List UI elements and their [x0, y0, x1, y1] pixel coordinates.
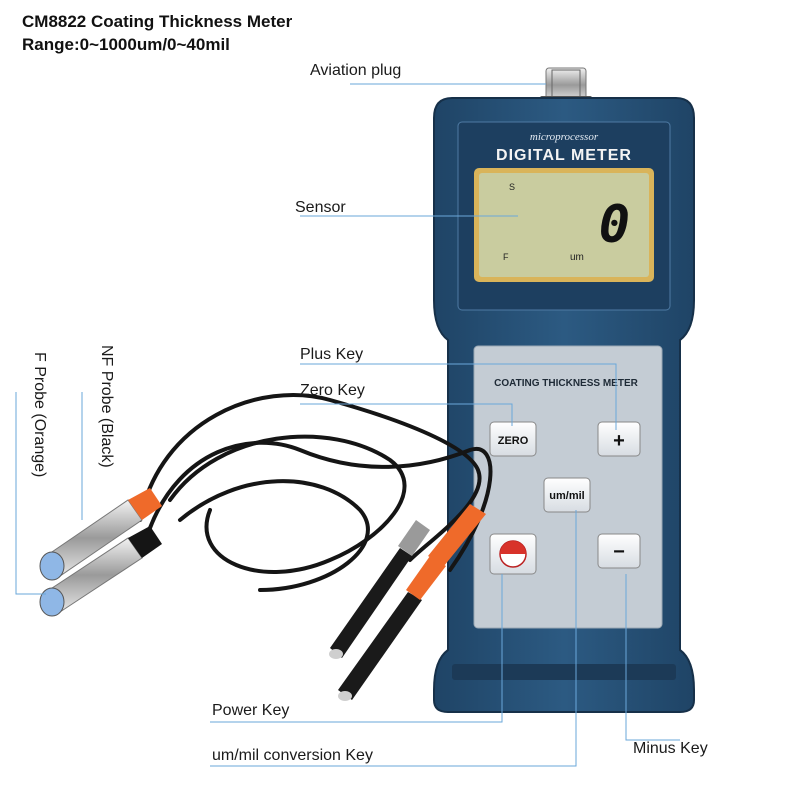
panel-title-text: COATING THICKNESS METER	[494, 378, 638, 389]
minus-key-label: −	[613, 541, 625, 563]
callout-sensor: Sensor	[295, 199, 346, 216]
nf-probe-connector	[39, 488, 162, 581]
callout-minus-key: Minus Key	[633, 740, 708, 757]
brand-main-text: DIGITAL METER	[496, 147, 632, 164]
lcd-unit: um	[570, 252, 584, 263]
brand-top-text: microprocessor	[530, 131, 599, 143]
um-mil-key[interactable]: um/mil	[543, 477, 591, 513]
callout-zero-key: Zero Key	[300, 382, 365, 399]
power-key[interactable]	[489, 533, 537, 575]
diagram-title: CM8822 Coating Thickness Meter	[22, 12, 293, 31]
nf-probe-black	[329, 520, 430, 659]
power-icon-top	[500, 541, 526, 554]
zero-key-label: ZERO	[498, 435, 529, 447]
callout-nf-probe: NF Probe (Black)	[98, 345, 115, 468]
probe-cables	[138, 393, 493, 592]
zero-key[interactable]: ZERO	[489, 421, 537, 457]
lcd-indicator-f: F	[503, 252, 509, 262]
plus-key-label: +	[613, 430, 625, 452]
lcd-indicator-s: S	[509, 182, 515, 192]
callout-power-key: Power Key	[212, 702, 290, 719]
lcd-screen: S F um 0	[474, 168, 654, 282]
f-probe-orange	[338, 504, 486, 701]
lcd-reading: 0	[599, 195, 630, 255]
device-base-strip	[452, 664, 676, 680]
minus-key[interactable]: −	[597, 533, 641, 569]
callout-conversion-key: um/mil conversion Key	[212, 747, 373, 764]
um-mil-key-label: um/mil	[549, 490, 584, 502]
range-subtitle: Range:0~1000um/0~40mil	[22, 35, 230, 54]
plus-key[interactable]: +	[597, 421, 641, 457]
callout-lines	[15, 83, 680, 767]
callout-f-probe: F Probe (Orange)	[31, 352, 48, 478]
f-probe-connector	[39, 526, 162, 617]
callout-aviation-plug: Aviation plug	[310, 62, 402, 79]
callout-plus-key: Plus Key	[300, 346, 364, 363]
